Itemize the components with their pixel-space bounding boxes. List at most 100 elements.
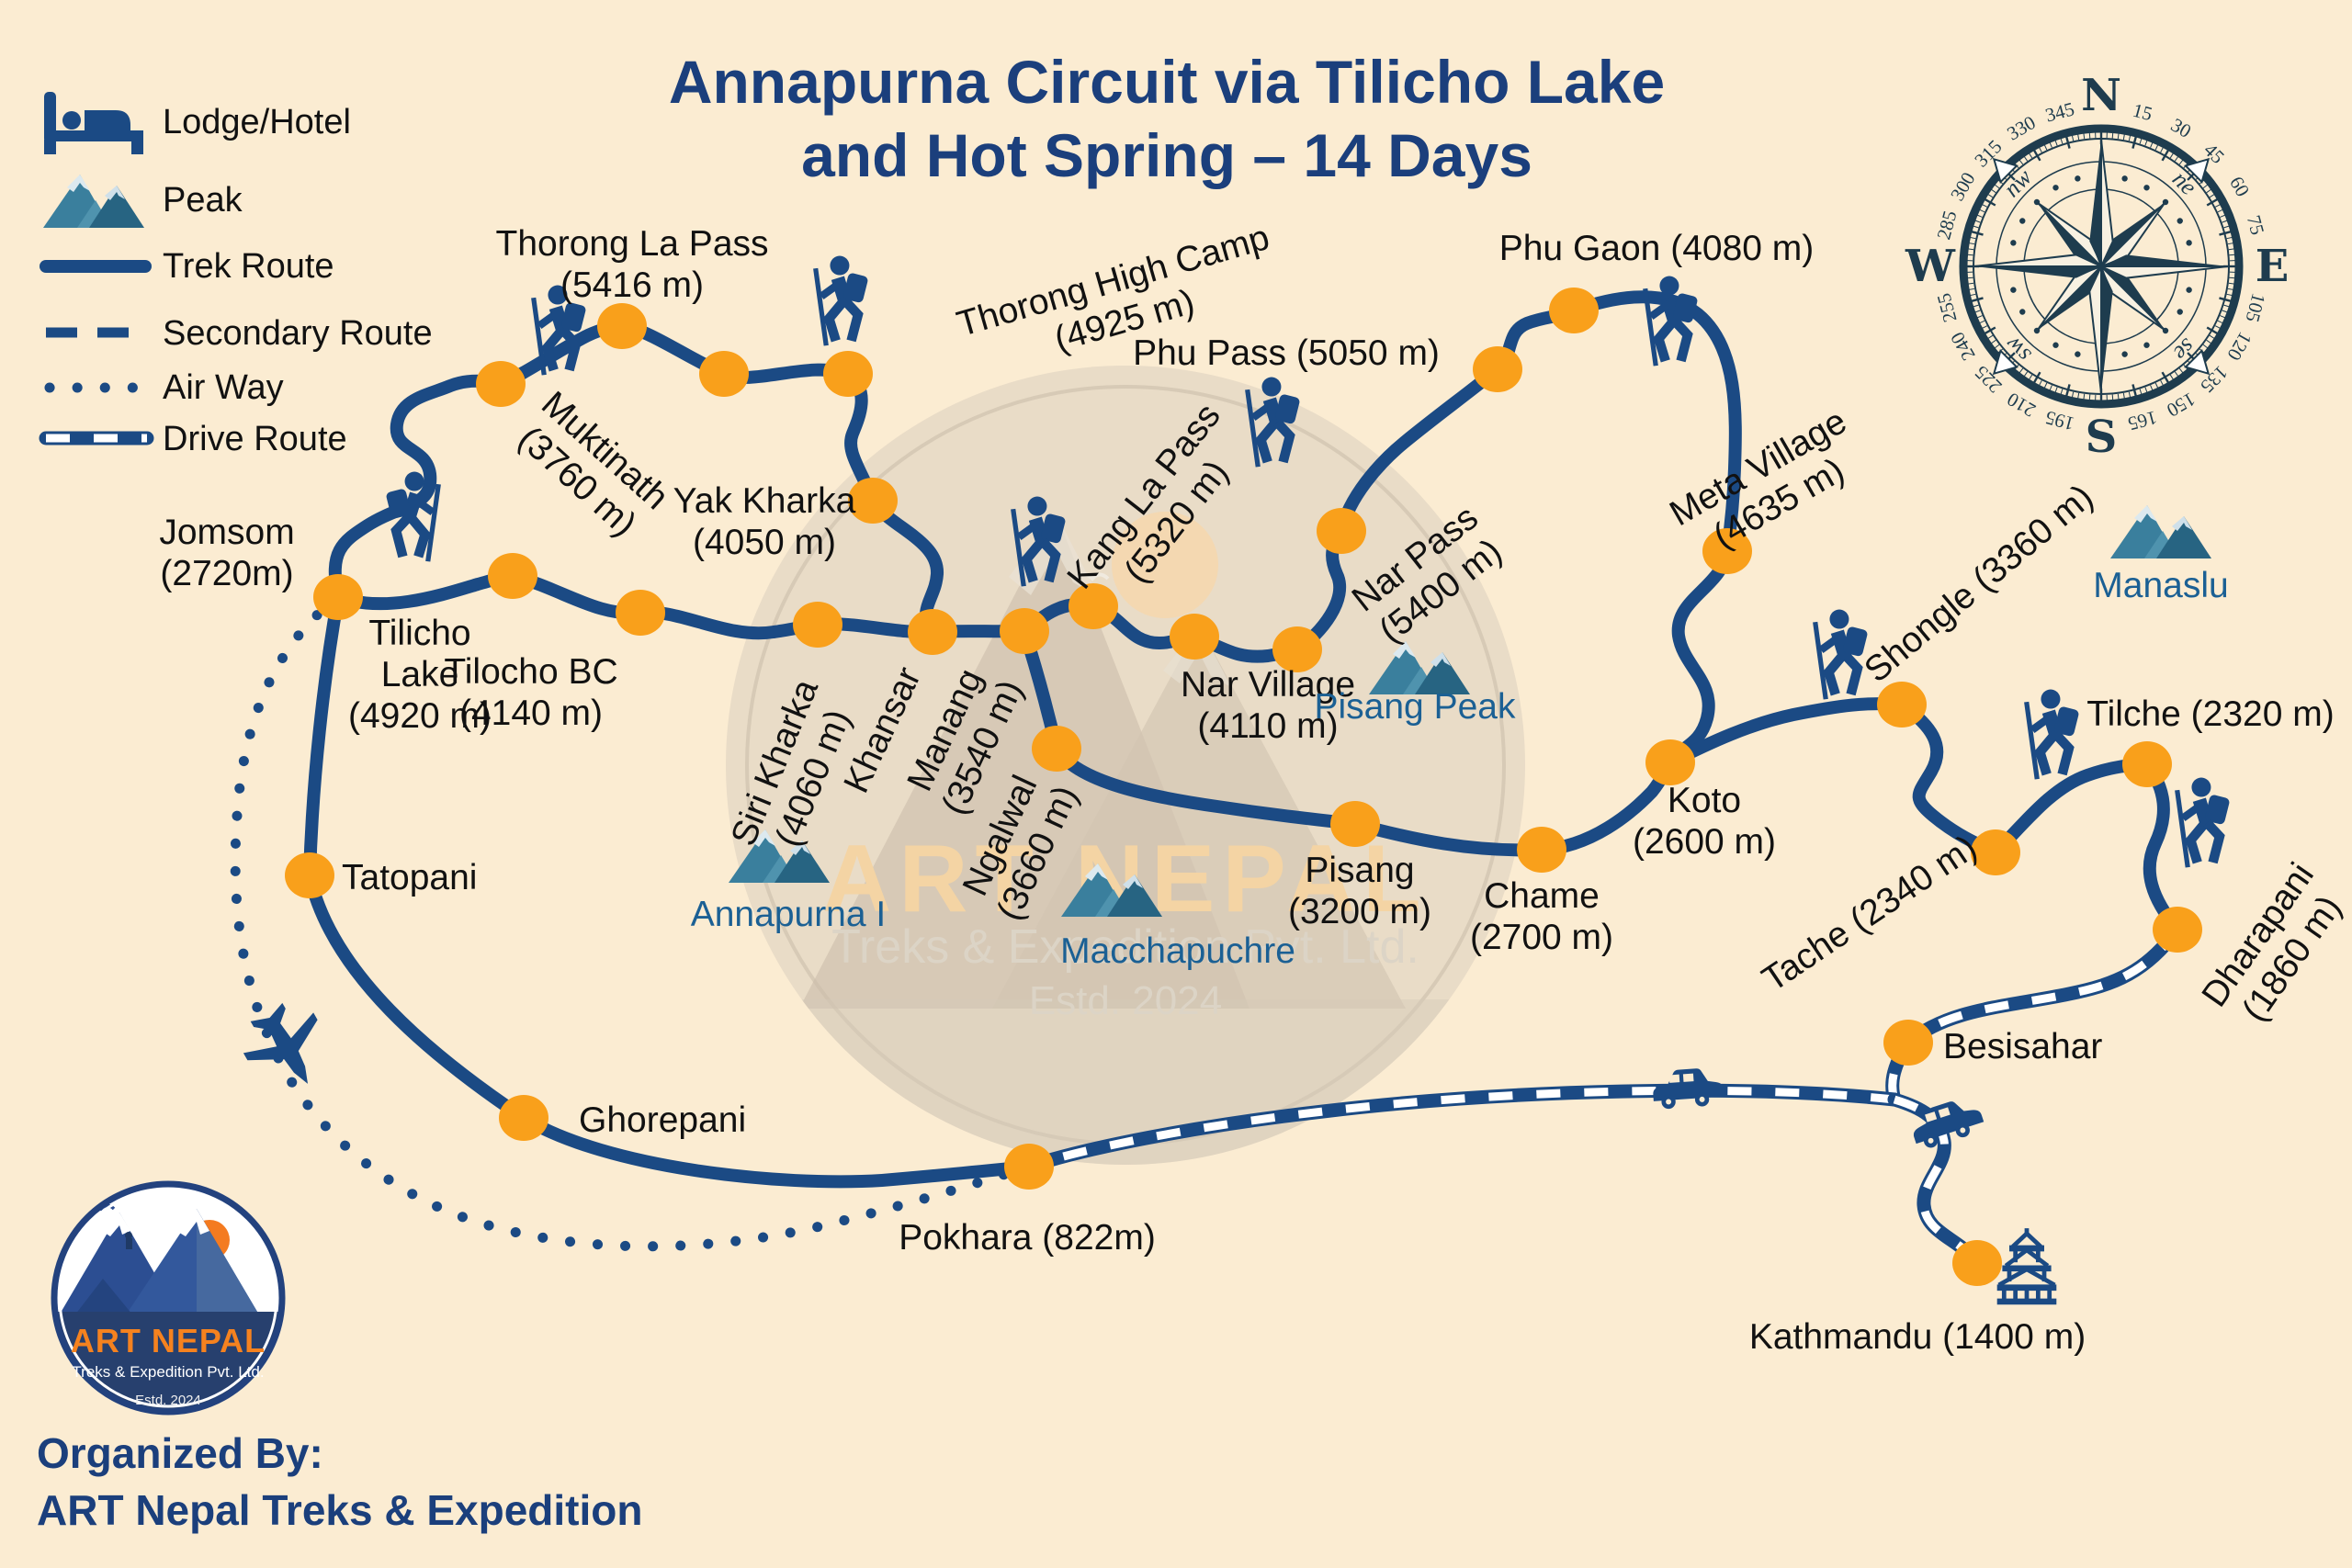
waypoint-dot-kathmandu [1952, 1240, 2002, 1286]
svg-text:Kathmandu (1400 m): Kathmandu (1400 m) [1749, 1317, 2086, 1357]
waypoint-label-muktinath: Muktinath(3760 m) [511, 384, 676, 544]
waypoint-dot-yak-kharka [848, 478, 898, 524]
legend: Lodge/Hotel Peak Trek Route Secondary Ro… [39, 92, 433, 458]
compass-degree-330: 330 [2003, 111, 2039, 145]
waypoint-label-dharapani: Dharapani(1860 m) [2195, 856, 2349, 1029]
waypoint-dot-tilche [2122, 741, 2172, 787]
waypoint-label-jomsom: Jomsom(2720m) [159, 513, 294, 593]
waypoint-dot-phu-gaon [1549, 288, 1599, 333]
waypoint-dot-jomsom [313, 574, 363, 620]
compass-cardinal-W: W [1905, 241, 1956, 292]
compass-degree-30: 30 [2167, 114, 2195, 142]
legend-label-airway: Air Way [163, 368, 284, 407]
svg-text:(4920 m): (4920 m) [348, 696, 492, 736]
drive-route-dash-dharapani-besisahar [1888, 927, 2181, 1101]
svg-text:Ghorepani: Ghorepani [579, 1100, 746, 1140]
waypoint-label-yak-kharka: Yak Kharka(4050 m) [673, 481, 856, 562]
legend-label-secondary: Secondary Route [163, 314, 433, 353]
waypoint-dot-siri-kharka [793, 602, 842, 648]
svg-text:(2720m): (2720m) [160, 554, 293, 593]
svg-text:(4110 m): (4110 m) [1197, 706, 1338, 746]
waypoint-dot-tatopani [285, 852, 334, 898]
compass-degree-255: 255 [1932, 291, 1961, 325]
svg-text:(5416 m): (5416 m) [560, 265, 704, 305]
svg-text:Tilche (2320 m): Tilche (2320 m) [2086, 694, 2334, 734]
pisang-peak-peak-label: Pisang Peak [1315, 687, 1516, 727]
waypoint-dot-ghorepani [499, 1095, 548, 1141]
footer-organized-by: Organized By: [37, 1429, 323, 1477]
waypoint-label-besisahar: Besisahar [1943, 1027, 2102, 1066]
svg-text:Besisahar: Besisahar [1943, 1027, 2102, 1066]
waypoint-dot-nar-village [1272, 626, 1322, 672]
compass-degree-60: 60 [2225, 173, 2254, 200]
svg-text:Lake: Lake [381, 655, 459, 694]
trek-route-path-jomsom-tatopani [303, 591, 345, 882]
waypoint-label-meta-village: Meta Village(4635 m) [1663, 401, 1853, 557]
compass-degree-195: 195 [2043, 406, 2077, 434]
waypoint-dot-nar-pass [1317, 508, 1366, 554]
svg-text:Thorong La Pass: Thorong La Pass [495, 224, 768, 264]
compass-degree-150: 150 [2163, 388, 2199, 422]
logo-name: ART NEPAL [71, 1322, 266, 1359]
trek-route-path-jomsom-muktinath-curl [328, 374, 507, 604]
compass-degree-345: 345 [2043, 97, 2077, 126]
waypoint-label-pokhara: Pokhara (822m) [899, 1218, 1156, 1258]
hiker-icon [2177, 778, 2231, 868]
trek-route-path-tatopani-pokhara [303, 869, 1035, 1189]
waypoint-dot-phu-pass [1473, 346, 1522, 392]
plane-icon [231, 991, 344, 1104]
svg-text:Pokhara (822m): Pokhara (822m) [899, 1218, 1156, 1258]
waypoint-label-nar-village: Nar Village(4110 m) [1181, 665, 1355, 746]
waypoint-dot-thorong-phedi [699, 351, 749, 397]
waypoint-label-shongle: Shongle (3360 m) [1857, 477, 2100, 690]
drive-route-path-dharapani-besisahar [1885, 922, 2185, 1107]
svg-text:Tache (2340 m): Tache (2340 m) [1756, 828, 1984, 999]
waypoints-layer [285, 288, 2202, 1286]
hiker-icon [816, 256, 869, 346]
svg-text:Yak Kharka: Yak Kharka [673, 481, 856, 521]
waypoint-dot-muktinath [476, 361, 526, 407]
svg-text:Chame: Chame [1484, 876, 1600, 916]
svg-text:(4140 m): (4140 m) [459, 694, 603, 733]
annapurna-1-peak-label: Annapurna I [691, 895, 887, 934]
logo-subtitle: Treks & Expedition Pvt. Ltd. [72, 1363, 264, 1381]
legend-label-trek: Trek Route [163, 247, 334, 286]
svg-text:Koto: Koto [1668, 781, 1741, 820]
waypoint-label-koto: Koto(2600 m) [1633, 781, 1776, 862]
peak-icon [43, 175, 144, 228]
car-icon [1651, 1066, 1725, 1111]
svg-text:(2600 m): (2600 m) [1633, 822, 1776, 862]
watermark-subtitle: Treks & Expedition Pvt. Ltd. [831, 920, 1419, 974]
waypoint-label-kathmandu: Kathmandu (1400 m) [1749, 1317, 2086, 1357]
waypoint-label-tilocho-bc: Tilocho BC(4140 m) [444, 652, 617, 733]
waypoint-dot-kang-la-pass [1069, 583, 1118, 629]
svg-text:Phu Pass (5050 m): Phu Pass (5050 m) [1133, 333, 1440, 373]
waypoint-label-thorong-la-pass: Thorong La Pass(5416 m) [495, 224, 768, 305]
compass-degree-240: 240 [1946, 328, 1980, 364]
waypoint-dot-pisang [1330, 801, 1380, 847]
title-line-2: and Hot Spring – 14 Days [801, 121, 1532, 189]
waypoint-dot-nar-mid [1170, 614, 1219, 660]
company-logo: ART NEPAL Treks & Expedition Pvt. Ltd. E… [51, 1180, 286, 1416]
waypoint-label-tache: Tache (2340 m) [1756, 828, 1984, 999]
legend-label-lodge: Lodge/Hotel [163, 103, 351, 141]
svg-text:(2700 m): (2700 m) [1470, 918, 1613, 957]
title-line-1: Annapurna Circuit via Tilicho Lake [669, 48, 1665, 116]
waypoint-label-ghorepani: Ghorepani [579, 1100, 746, 1140]
compass-degree-165: 165 [2126, 406, 2160, 434]
waypoint-label-pisang: Pisang(3200 m) [1288, 851, 1431, 931]
waypoint-dot-pokhara [1004, 1144, 1054, 1190]
waypoint-dot-khangsar [908, 609, 957, 655]
svg-text:Tilicho: Tilicho [368, 614, 470, 653]
waypoint-dot-meta-village [1702, 528, 1752, 574]
waypoint-dot-thorong-la-pass [597, 303, 647, 349]
compass-degree-75: 75 [2243, 213, 2269, 237]
footer-company: ART Nepal Treks & Expedition [37, 1486, 642, 1534]
waypoint-dot-tache [1971, 829, 2020, 875]
compass-degree-15: 15 [2131, 99, 2154, 126]
compass-degree-120: 120 [2222, 328, 2256, 364]
svg-text:Nar Village: Nar Village [1181, 665, 1355, 705]
